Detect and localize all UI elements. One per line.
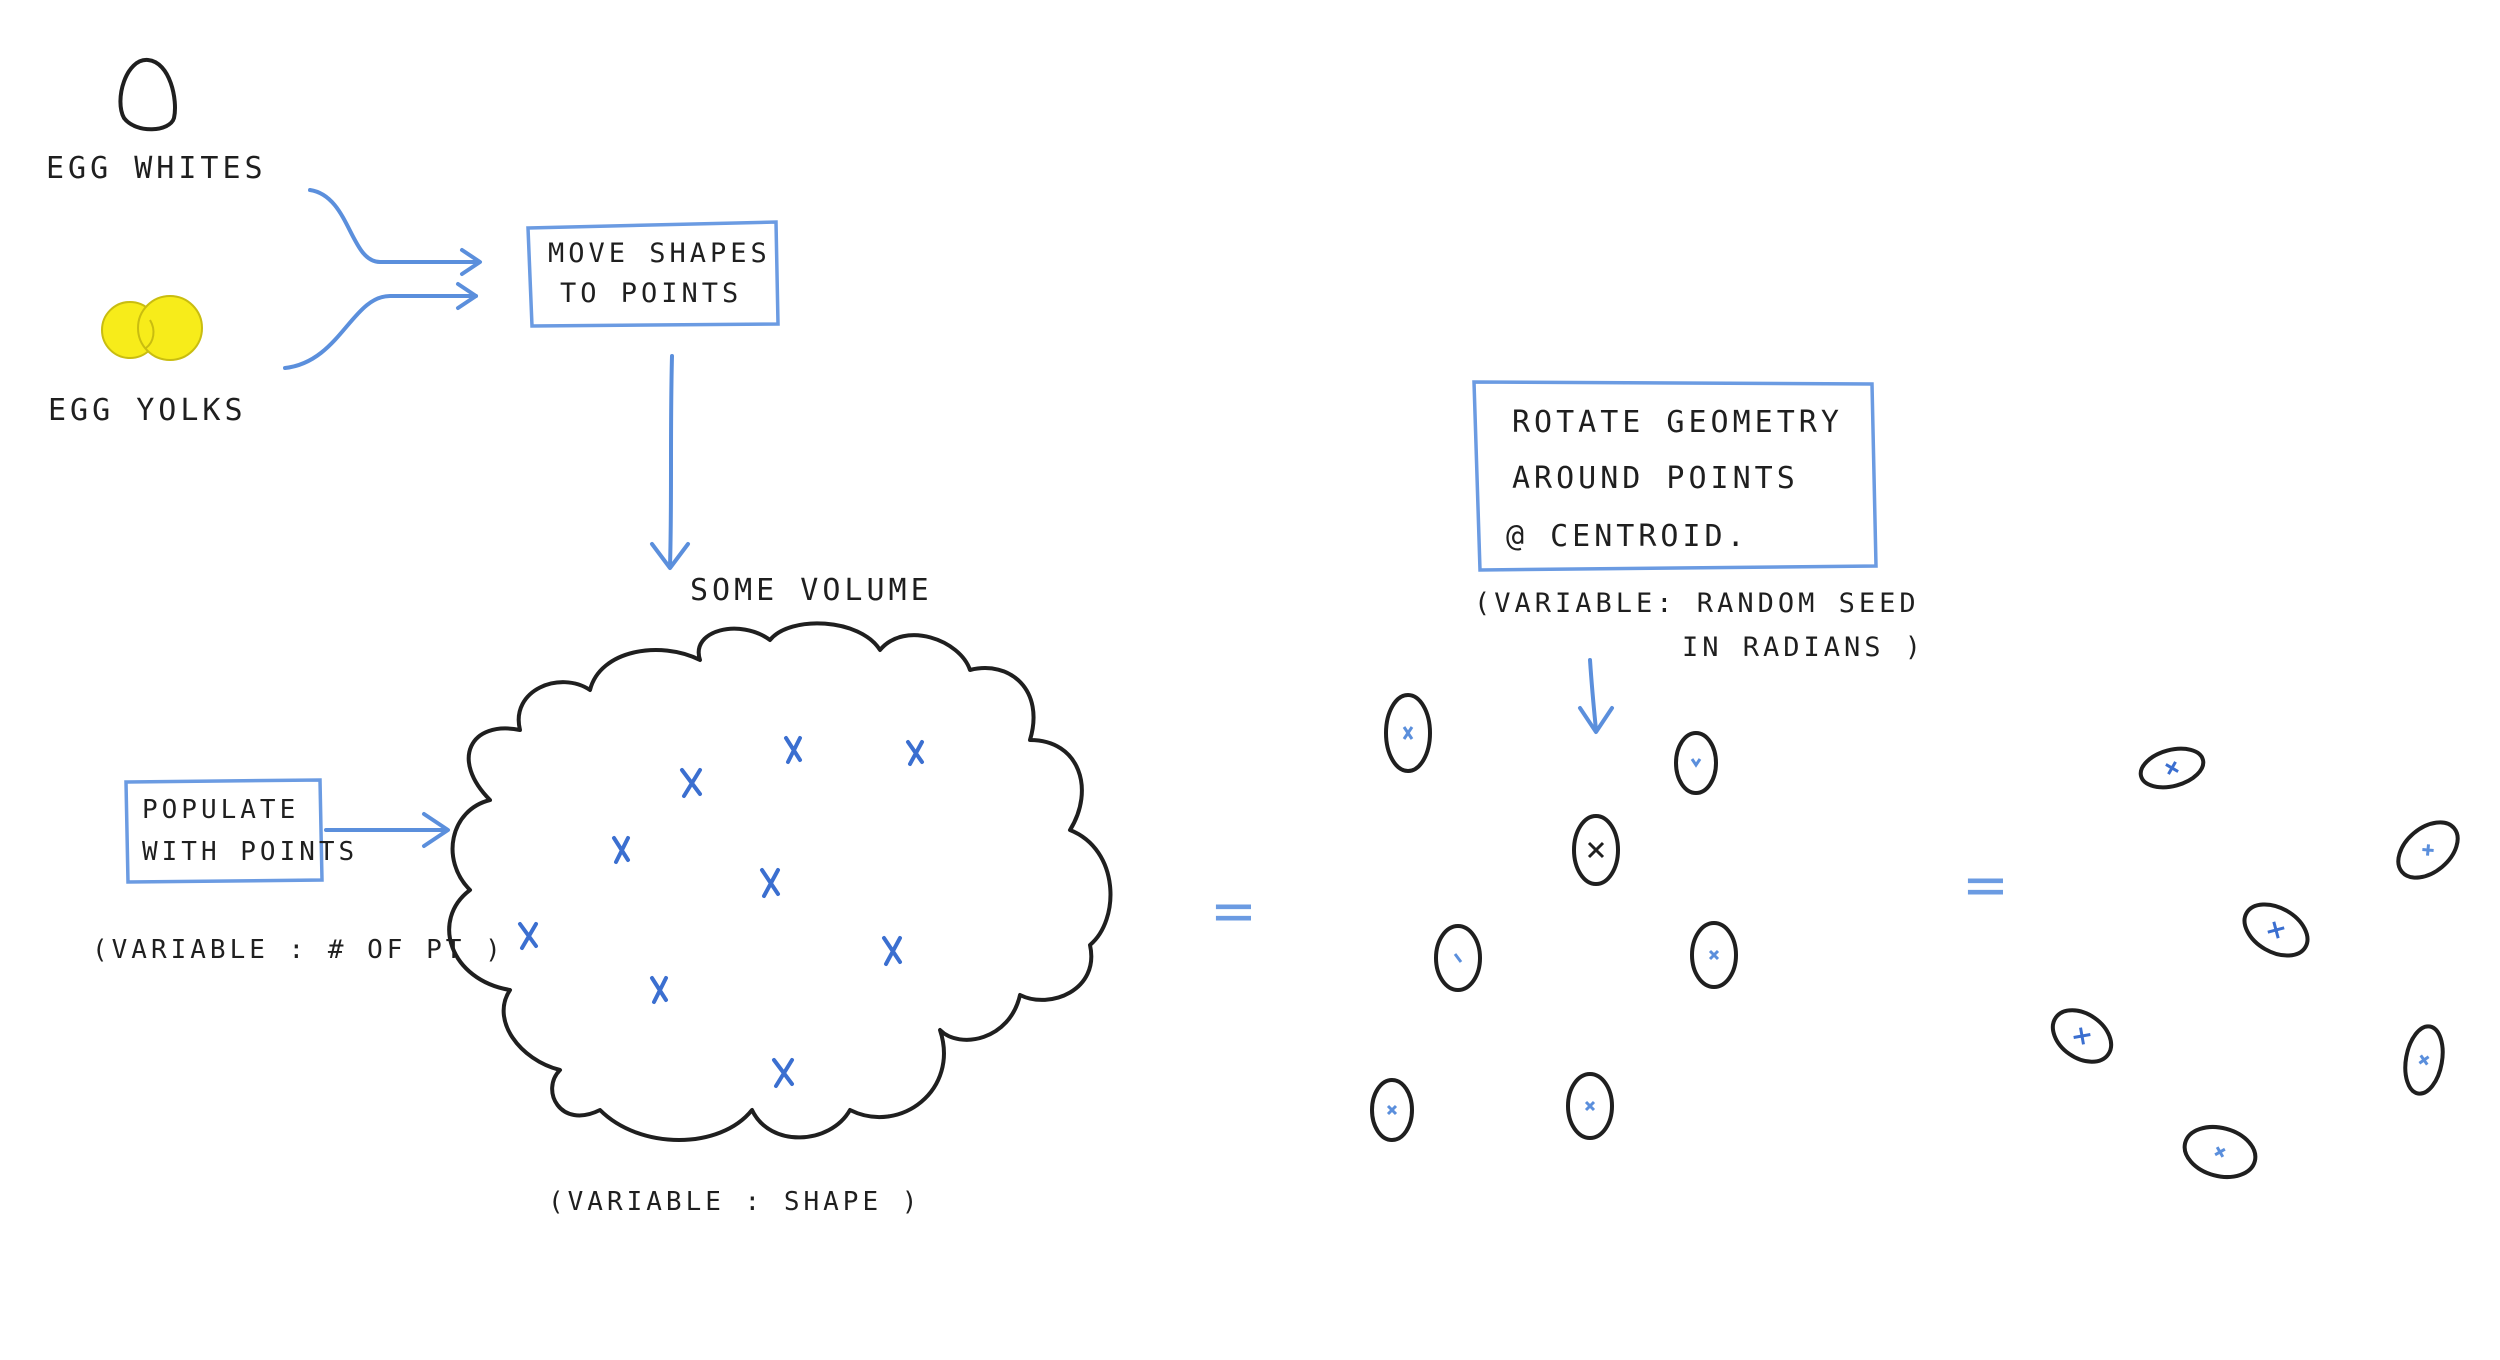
- x-mark-icon: [906, 740, 924, 766]
- down-arrow-to-volume: [650, 354, 690, 570]
- equals-sign-1: =: [1210, 879, 1257, 944]
- egg-outline-icon: [1674, 731, 1718, 795]
- egg-outline-icon: [1384, 693, 1432, 773]
- egg-whites-label: EGG WHITES: [46, 151, 267, 186]
- x-mark-icon: [784, 736, 802, 764]
- move-shapes-line1: MOVE SHAPES: [548, 238, 771, 269]
- rotate-line1: ROTATE GEOMETRY: [1512, 405, 1843, 440]
- x-mark-icon: [518, 922, 538, 950]
- volume-points: [518, 736, 924, 1088]
- egg-outline-icon: [1370, 1078, 1414, 1142]
- equals-sign-2: =: [1962, 853, 2009, 918]
- egg-yolks-label: EGG YOLKS: [48, 393, 247, 428]
- down-arrow-to-eggs: [1578, 658, 1614, 734]
- populate-box: POPULATE WITH POINTS: [124, 778, 358, 884]
- egg-outline-icon: [2050, 1008, 2114, 1064]
- egg-outline-icon: [2396, 820, 2460, 880]
- rotated-eggs: [2050, 746, 2460, 1179]
- egg-outline-icon: [1434, 924, 1482, 992]
- populate-line1: POPULATE: [142, 795, 299, 825]
- egg-outline-icon: [2138, 746, 2206, 790]
- x-mark-icon: [612, 836, 630, 864]
- egg-outline-icon: [1566, 1072, 1614, 1140]
- populate-line2: WITH POINTS: [142, 837, 358, 867]
- volume-cloud: [447, 621, 1113, 1142]
- egg-yolk-icon: [101, 295, 203, 361]
- variable-points-label: (VARIABLE : # OF PT ): [92, 935, 505, 965]
- egg-outline-icon: [2182, 1125, 2258, 1179]
- egg-white-icon: [118, 58, 177, 132]
- populate-arrow: [324, 812, 450, 848]
- x-mark-icon: [772, 1058, 794, 1088]
- variable-seed-line1: (VARIABLE: RANDOM SEED: [1474, 588, 1920, 619]
- x-mark-icon: [760, 868, 780, 898]
- move-shapes-box: MOVE SHAPES TO POINTS: [526, 220, 780, 328]
- rotate-line3: @ CENTROID.: [1506, 519, 1749, 554]
- rotate-geometry-box: ROTATE GEOMETRY AROUND POINTS @ CENTROID…: [1472, 380, 1878, 572]
- variable-seed-line2: IN RADIANS ): [1682, 632, 1925, 663]
- x-mark-icon: [650, 976, 668, 1004]
- x-mark-icon: [680, 768, 702, 798]
- move-shapes-line2: TO POINTS: [560, 278, 742, 309]
- variable-shape-label: (VARIABLE : SHAPE ): [548, 1187, 921, 1217]
- egg-outline-icon: [1690, 921, 1738, 989]
- rotate-line2: AROUND POINTS: [1512, 461, 1799, 496]
- egg-outline-icon: [1572, 814, 1620, 886]
- merge-arrows: [283, 188, 482, 370]
- eggs-at-points: [1370, 693, 1738, 1142]
- egg-outline-icon: [2403, 1024, 2445, 1096]
- x-mark-icon: [882, 936, 902, 966]
- some-volume-label: SOME VOLUME: [690, 573, 933, 608]
- egg-outline-icon: [2242, 902, 2310, 958]
